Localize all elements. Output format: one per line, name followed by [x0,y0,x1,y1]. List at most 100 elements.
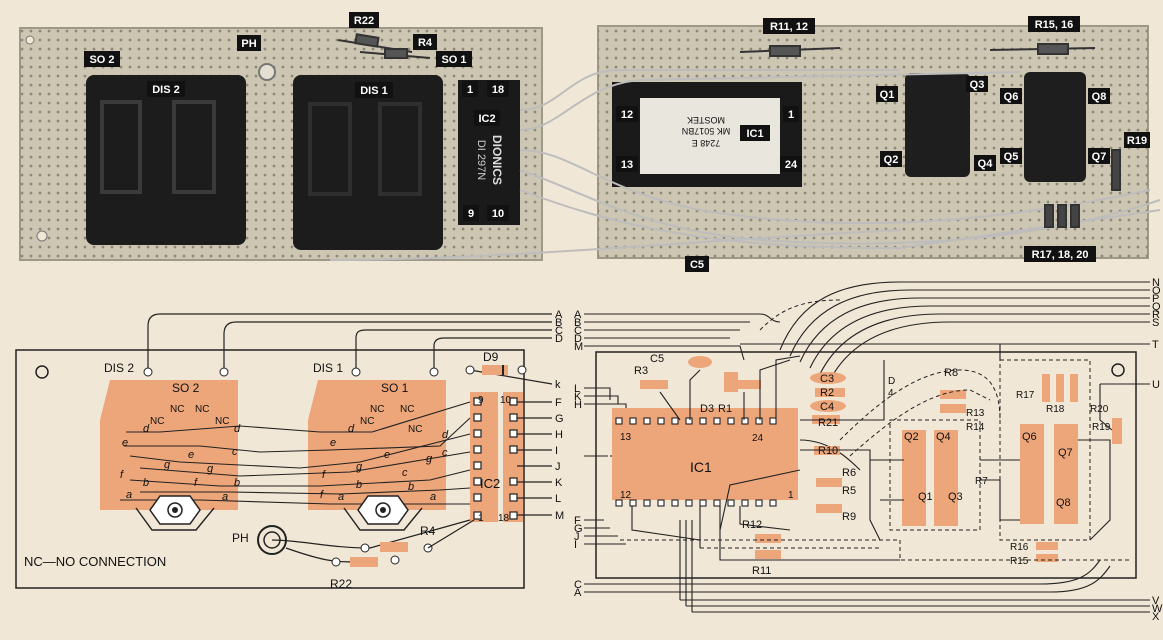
photo-resistors [337,33,1121,228]
bus-letter-g: G [555,413,564,425]
left-board-outline [15,349,525,589]
callout-q7: Q7 [1088,148,1110,164]
r9-label: R9 [842,511,856,523]
dis2-copper [100,380,238,510]
mount-hole [35,365,49,379]
left-bus-letters: A B C D k F G H I J K L M [555,309,564,522]
r9-resistor [816,504,842,513]
callout-r4: R4 [413,34,437,50]
seg-a: a [222,491,228,503]
d-label: D [888,376,895,387]
right-board: 13 24 12 1 IC1 C5 R3 D3 R1 C3 [574,277,1163,623]
svg-text:Q1: Q1 [880,89,895,101]
ic2-copper [470,392,498,522]
q5-q8-block: Q6 Q7 Q8 [999,359,1091,541]
right-bus-wires [584,281,1150,613]
q8-label: Q8 [1056,497,1071,509]
c3-label: C3 [820,373,834,385]
callout-ic1-pin24: 24 [780,156,802,172]
d3-diode [724,372,738,392]
svg-text:13: 13 [621,159,633,171]
svg-text:Q7: Q7 [1092,151,1107,163]
callout-r15-16: R15, 16 [1028,16,1080,32]
photo-photocell [258,63,276,81]
seg-d: d [348,423,355,435]
photo-q1-q4-block [905,73,970,177]
right-bus-letters: A B C D M L K H F G J I C A N O P Q R S [574,277,1163,623]
nc-label: NC [150,416,164,427]
callout-q6: Q6 [1000,88,1022,104]
bus-letter-f: F [555,397,562,409]
svg-text:10: 10 [492,208,504,220]
svg-text:Q4: Q4 [978,158,994,170]
q1-label: Q1 [918,491,933,503]
seg-b: b [234,477,240,489]
bus-letter-b: B [555,317,562,329]
r13-label: R13 [966,408,985,419]
r2-label: R2 [820,387,834,399]
bus-letter-kk: K [555,477,563,489]
nc-label: NC [370,404,384,415]
bus-letter-k: k [555,379,561,391]
photo-ic2-brand: DIONICS [490,135,504,185]
r11-label: R11 [752,565,771,577]
bus-letter-h: H [555,429,563,441]
solid-traces [610,344,1113,561]
r8-label: R8 [944,367,958,379]
photo-ic1: MOSTEK MK 5017BN 7248 E [612,82,802,187]
seg-e: e [384,449,390,461]
socket-screws [149,495,409,525]
r2-resistor: R2 [815,387,845,399]
photo-ic1-line1: MOSTEK [687,115,725,125]
ph-label: PH [232,531,249,545]
svg-text:SO 2: SO 2 [89,54,114,66]
svg-text:R4: R4 [418,37,433,49]
svg-text:Q6: Q6 [1004,91,1019,103]
r4-resistor: R4 [360,519,475,553]
r15-r16: R16 R15 [1010,542,1058,567]
seg-f: f [194,477,198,489]
r14-label: R14 [966,422,985,433]
seg-d: d [442,429,449,441]
c3-capacitor: C3 [810,372,846,385]
svg-text:PH: PH [241,38,256,50]
callout-r11-12: R11, 12 [763,18,815,34]
d9-diode: D9 [465,350,527,375]
svg-text:R17, 18, 20: R17, 18, 20 [1032,249,1089,261]
seg-g: g [426,453,433,465]
q1-q4-block: Q2 Q4 Q1 Q3 [889,419,981,531]
bus-letter-kk: K [574,391,582,403]
photo-ic2: DIONICS DI 297N [458,80,520,225]
ic1-pin12: 12 [620,490,632,501]
callout-r19: R19 [1124,132,1150,148]
r10-resistor: R10 [814,445,840,457]
dis1-copper [308,380,446,510]
r11-resistor: R11 [752,550,781,577]
bus-letter-a: A [555,309,563,321]
photo-ic1-line2: MK 5017BN [682,126,731,136]
svg-text:Q3: Q3 [970,79,985,91]
bus-letter-i: I [574,539,577,551]
svg-text:9: 9 [468,208,474,220]
so2-label: SO 2 [172,381,200,395]
left-bus-wires [147,313,552,372]
callout-ic2: IC2 [474,110,500,126]
svg-text:12: 12 [621,109,633,121]
bus-letter-l: L [555,493,561,505]
r15-label: R15 [1010,556,1029,567]
nc-label: NC [195,404,209,415]
ic1-pins-bottom [615,499,777,507]
q7-label: Q7 [1058,447,1073,459]
svg-text:DIS 1: DIS 1 [360,85,388,97]
callout-q1: Q1 [876,86,898,102]
bus-letter-u: U [1152,379,1160,391]
bus-letter-s: S [1152,317,1159,329]
svg-text:R19: R19 [1127,135,1147,147]
seg-c: c [442,447,448,459]
callout-ic2-pin9: 9 [463,205,479,221]
photo-wiring [329,69,1161,261]
callout-ic2-pin1: 1 [462,81,478,97]
seg-a: a [430,491,436,503]
